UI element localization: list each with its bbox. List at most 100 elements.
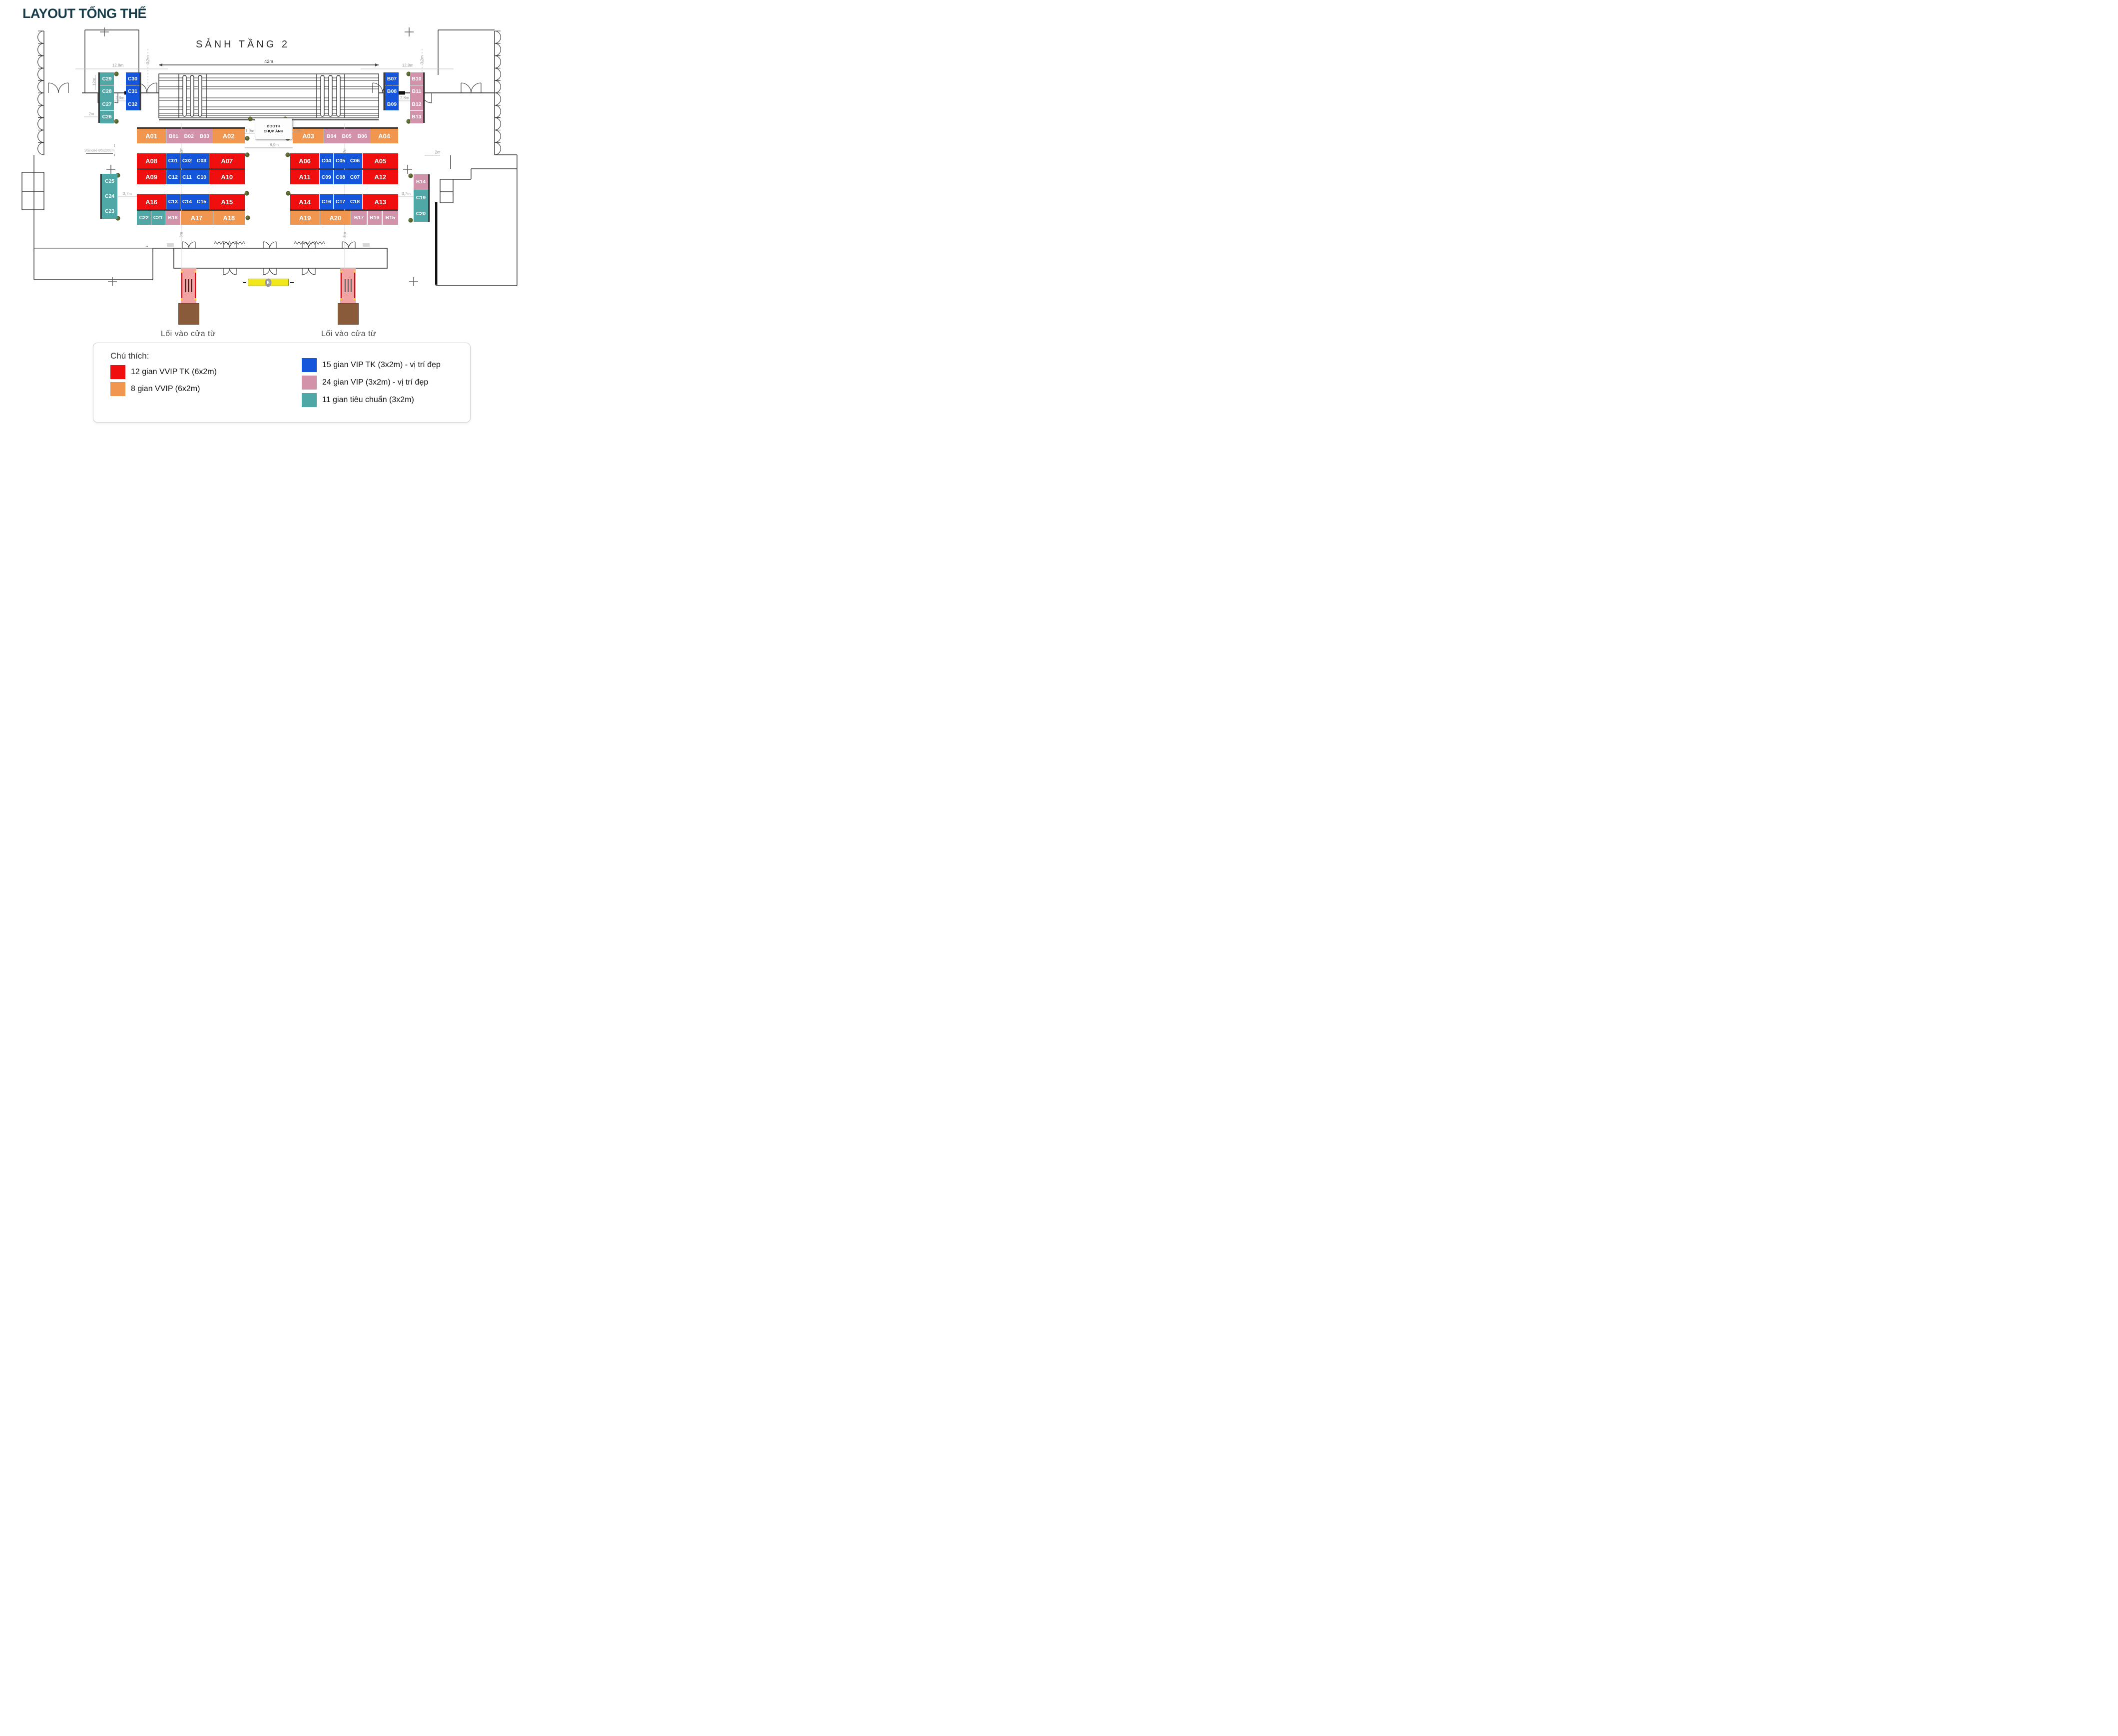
booth-B18[interactable]: B18 [165, 211, 180, 225]
booth-C05[interactable]: C05 [333, 153, 348, 168]
plant-icon [114, 71, 119, 76]
booth-A06[interactable]: A06 [290, 153, 319, 168]
booth-B11[interactable]: B11 [410, 85, 423, 98]
door-arc-icon [342, 241, 349, 249]
door-arc-icon [58, 82, 69, 93]
booth-A02[interactable]: A02 [212, 129, 245, 143]
dimension-label: 12,8m [112, 63, 124, 68]
booth-B07[interactable]: B07 [385, 72, 399, 85]
booth-A19[interactable]: A19 [290, 211, 320, 225]
dimension-label: 1,9m [293, 128, 302, 133]
entrance-label-left: Lối vào cửa từ [160, 330, 216, 338]
booth-A13[interactable]: A13 [362, 194, 398, 209]
booth-C17[interactable]: C17 [333, 194, 348, 209]
dimension-label: 3m [179, 232, 184, 238]
booth-C32[interactable]: C32 [126, 98, 139, 110]
booth-C31[interactable]: C31 [126, 85, 139, 98]
booth-C21[interactable]: C21 [151, 211, 165, 225]
booth-B02[interactable]: B02 [181, 129, 197, 143]
floorplan-linework [21, 27, 518, 289]
booth-C11[interactable]: C11 [180, 170, 194, 184]
entrance-corridor-right[interactable] [340, 268, 356, 303]
booth-A05[interactable]: A05 [362, 153, 398, 168]
booth-B05[interactable]: B05 [339, 129, 355, 143]
booth-C01[interactable]: C01 [166, 153, 180, 168]
booth-C28[interactable]: C28 [100, 85, 114, 98]
booth-C18[interactable]: C18 [348, 194, 362, 209]
booth-C23[interactable]: C23 [102, 204, 117, 219]
booth-C25[interactable]: C25 [102, 174, 117, 189]
plant-icon [406, 119, 411, 124]
arrow-updown-icon: ↕ [113, 152, 115, 157]
booth-A12[interactable]: A12 [362, 170, 398, 184]
booth-B14[interactable]: B14 [414, 174, 428, 190]
booth-A10[interactable]: A10 [209, 170, 245, 184]
booth-C22[interactable]: C22 [137, 211, 151, 225]
booth-A20[interactable]: A20 [320, 211, 351, 225]
cross-marker-icon [409, 277, 418, 286]
booth-C02[interactable]: C02 [180, 153, 194, 168]
booth-C10[interactable]: C10 [194, 170, 209, 184]
booth-C06[interactable]: C06 [348, 153, 362, 168]
booth-A18[interactable]: A18 [213, 211, 245, 225]
door-arc-icon [269, 241, 277, 249]
booth-C20[interactable]: C20 [414, 206, 428, 222]
door-arc-icon [461, 82, 472, 93]
booth-C30[interactable]: C30 [126, 72, 139, 85]
legend-swatch-vvip [110, 382, 125, 396]
booth-B08[interactable]: B08 [385, 85, 399, 98]
door-arc-icon [471, 82, 482, 93]
booth-C27[interactable]: C27 [100, 98, 114, 110]
booth-A08[interactable]: A08 [137, 153, 166, 168]
booth-C09[interactable]: C09 [319, 170, 333, 184]
booth-C08[interactable]: C08 [333, 170, 348, 184]
booth-A07[interactable]: A07 [209, 153, 245, 168]
booth-B15[interactable]: B15 [382, 211, 398, 225]
booth-B04[interactable]: B04 [324, 129, 339, 143]
entrance-corridor-left[interactable] [181, 268, 196, 303]
zigzag-icon [293, 241, 326, 245]
booth-B12[interactable]: B12 [410, 98, 423, 110]
booth-A11[interactable]: A11 [290, 170, 319, 184]
booth-B10[interactable]: B10 [410, 72, 423, 85]
booth-C15[interactable]: C15 [194, 194, 209, 209]
booth-B16[interactable]: B16 [367, 211, 382, 225]
photo-booth-box[interactable]: BOOTH CHỤP ẢNH [255, 118, 292, 139]
booth-A09[interactable]: A09 [137, 170, 166, 184]
booth-A15[interactable]: A15 [209, 194, 245, 209]
booth-A17[interactable]: A17 [180, 211, 213, 225]
booth-C07[interactable]: C07 [348, 170, 362, 184]
legend-swatch-std [302, 393, 317, 407]
window-arc-icon [494, 92, 501, 106]
booth-C26[interactable]: C26 [100, 110, 114, 123]
booth-C29[interactable]: C29 [100, 72, 114, 85]
booth-C24[interactable]: C24 [102, 189, 117, 204]
window-arc-icon [37, 67, 44, 81]
window-arc-icon [37, 92, 44, 106]
booth-C12[interactable]: C12 [166, 170, 180, 184]
booth-B01[interactable]: B01 [166, 129, 181, 143]
booth-A16[interactable]: A16 [137, 194, 166, 209]
booth-C14[interactable]: C14 [180, 194, 194, 209]
booth-A03[interactable]: A03 [293, 129, 324, 143]
dimension-label: 12,8m [402, 63, 414, 68]
window-arc-icon [37, 30, 44, 44]
booth-C04[interactable]: C04 [319, 153, 333, 168]
booth-C13[interactable]: C13 [166, 194, 180, 209]
window-arc-icon [494, 105, 501, 118]
window-arc-icon [494, 80, 501, 93]
booth-C03[interactable]: C03 [194, 153, 209, 168]
corridor-rail-icon [354, 271, 356, 300]
window-arc-icon [494, 129, 501, 143]
booth-C16[interactable]: C16 [319, 194, 333, 209]
booth-A14[interactable]: A14 [290, 194, 319, 209]
booth-C19[interactable]: C19 [414, 190, 428, 206]
booth-B17[interactable]: B17 [351, 211, 367, 225]
booth-A01[interactable]: A01 [137, 129, 166, 143]
booth-B13[interactable]: B13 [410, 110, 423, 123]
window-arc-icon [494, 43, 501, 56]
booth-B03[interactable]: B03 [197, 129, 212, 143]
booth-B06[interactable]: B06 [355, 129, 370, 143]
booth-B09[interactable]: B09 [385, 98, 399, 110]
booth-A04[interactable]: A04 [370, 129, 398, 143]
